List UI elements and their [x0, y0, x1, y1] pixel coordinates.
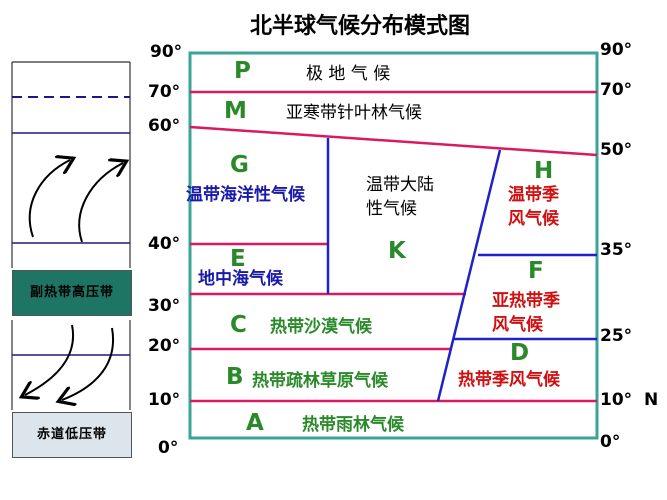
equatorial-low-belt: 赤道低压带: [12, 412, 132, 458]
boundary-monsoon-west: [436, 149, 502, 402]
zone-c-name: 热带沙漠气候: [270, 317, 372, 337]
subtropical-high-label: 副热带高压带: [29, 285, 114, 300]
zone-b-letter: B: [226, 364, 244, 390]
zone-k-name-line1: 温带大陆: [366, 175, 434, 195]
zone-f-letter: F: [528, 258, 544, 284]
zone-b-name: 热带疏林草原气候: [252, 371, 388, 391]
equatorial-low-label: 赤道低压带: [36, 427, 107, 442]
zone-g-letter: G: [230, 152, 249, 178]
lat-right-0: 0°: [600, 432, 621, 452]
zone-d-name: 热带季风气候: [458, 370, 560, 390]
lat-left-40: 40°: [148, 234, 181, 254]
zone-g-name: 温带海洋性气候: [186, 185, 305, 205]
lat-left-20: 20°: [148, 336, 181, 356]
lat-right-90: 90°: [600, 40, 633, 60]
zone-f-name-line1: 亚热带季: [492, 291, 560, 311]
zone-e-name: 地中海气候: [198, 269, 283, 289]
lat-right-70: 70°: [600, 80, 633, 100]
zone-d-letter: D: [510, 340, 530, 366]
lat-left-70: 70°: [148, 82, 181, 102]
zone-k-name-line2: 性气候: [366, 199, 417, 219]
subtropical-high-belt: 副热带高压带: [12, 270, 132, 316]
westerly-arrow-1: [28, 160, 70, 238]
zone-a-letter: A: [246, 410, 264, 436]
zone-p-name: 极 地 气 候: [306, 64, 391, 84]
lat-left-0: 0°: [158, 438, 179, 458]
zone-h-name-line2: 风气候: [508, 209, 559, 229]
lat-right-50: 50°: [600, 140, 633, 160]
lat-right-25: 25°: [600, 326, 633, 346]
zone-k-letter: K: [388, 238, 406, 264]
zone-h-letter: H: [534, 158, 554, 184]
zone-f-name-line2: 风气候: [492, 315, 543, 335]
climate-frame: [188, 51, 599, 440]
lat-left-10: 10°: [148, 390, 181, 410]
zone-a-name: 热带雨林气候: [302, 415, 404, 435]
zone-c-letter: C: [230, 312, 247, 338]
diagram-title: 北半球气候分布模式图: [249, 14, 470, 39]
zone-m-name: 亚寒带针叶林气候: [286, 103, 422, 123]
lat-left-60: 60°: [148, 116, 181, 136]
westerly-arrow-2: [78, 163, 123, 243]
zone-p-letter: P: [234, 58, 251, 84]
lat-left-30: 30°: [148, 296, 181, 316]
trade-wind-arrow-1: [25, 324, 75, 395]
zone-e-letter: E: [230, 246, 246, 272]
lat-left-90: 90°: [150, 42, 183, 62]
lat-right-35: 35°: [600, 240, 633, 260]
lat-right-10: 10°: [600, 390, 633, 410]
trade-wind-arrow-2: [62, 327, 114, 400]
north-label: N: [644, 390, 659, 410]
zone-h-name-line1: 温带季: [508, 185, 559, 205]
boundary-60-50: [189, 125, 598, 157]
zone-m-letter: M: [224, 98, 247, 124]
